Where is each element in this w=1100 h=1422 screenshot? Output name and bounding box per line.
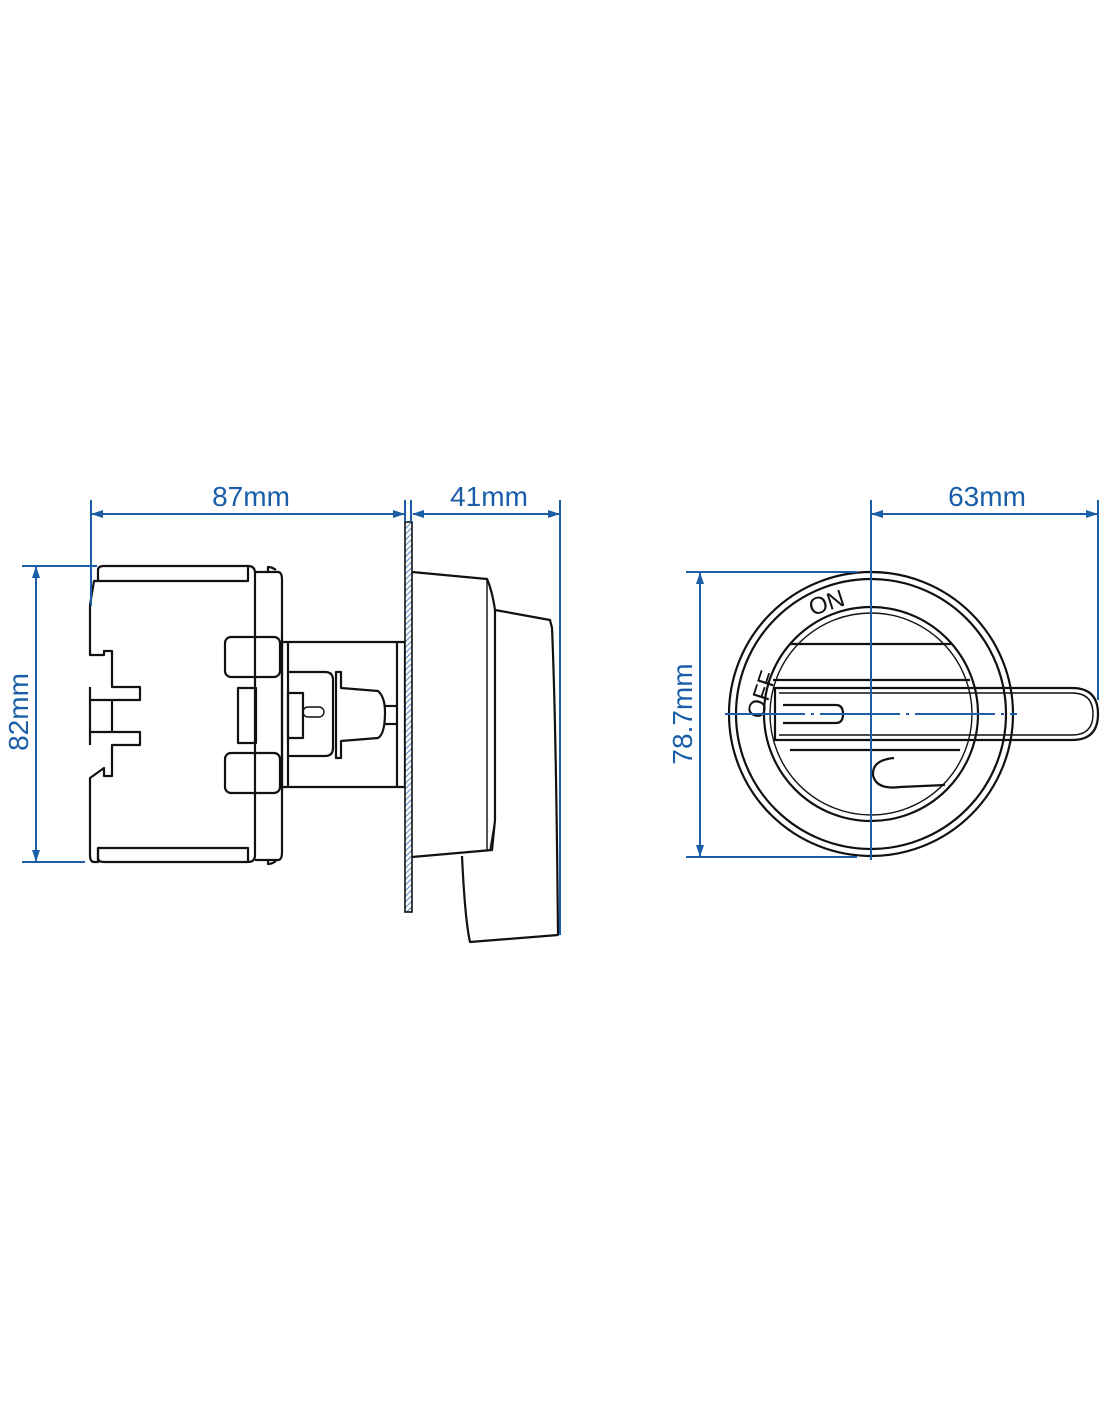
dial-label-on: ON <box>806 585 849 622</box>
dimension-label: 87mm <box>212 481 290 512</box>
front-view: ON OFF <box>725 570 1100 858</box>
dimension-87mm: 87mm <box>90 481 406 606</box>
dimension-78-7mm: 78.7mm <box>667 571 857 858</box>
dimension-label: 63mm <box>948 481 1026 512</box>
mounting-panel <box>404 521 413 913</box>
dimension-label: 82mm <box>3 673 34 751</box>
side-view <box>88 521 560 944</box>
dimension-41mm: 41mm <box>410 481 561 935</box>
shaft-housing <box>280 640 407 789</box>
dimension-63mm: 63mm <box>870 481 1099 860</box>
rotary-handle <box>773 686 1100 742</box>
dimension-82mm: 82mm <box>3 565 97 863</box>
dimension-label: 41mm <box>450 481 528 512</box>
handle-side <box>411 570 560 944</box>
switch-body <box>88 564 284 866</box>
dimension-label: 78.7mm <box>667 663 698 764</box>
